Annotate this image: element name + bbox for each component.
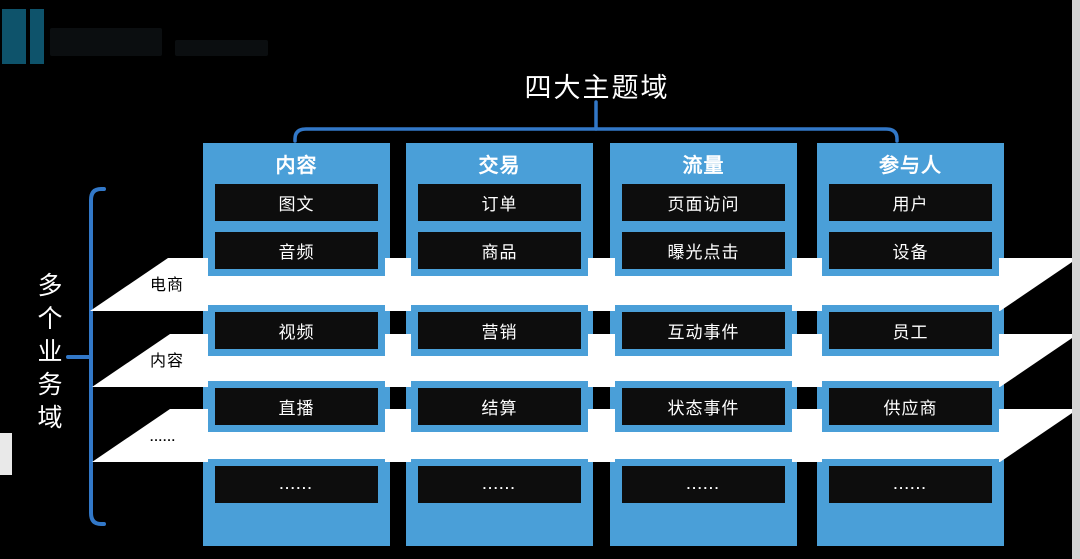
domain-cell: 用户 <box>822 177 999 228</box>
ghost-text-block <box>175 40 268 56</box>
domain-cell: 互动事件 <box>615 305 792 356</box>
business-domains-label: 多个业务域 <box>37 272 63 432</box>
band-label-content: 内容 <box>150 353 185 370</box>
domain-cell: 直播 <box>208 381 385 432</box>
column-header: 流量 <box>682 155 725 177</box>
domain-cell: 订单 <box>411 177 588 228</box>
domain-cell: ...... <box>615 459 792 510</box>
column-header: 交易 <box>478 155 521 177</box>
domain-cell: 员工 <box>822 305 999 356</box>
diagram-title: 四大主题域 <box>524 73 670 103</box>
domain-cell: 供应商 <box>822 381 999 432</box>
band-label-ecommerce: 电商 <box>150 277 185 294</box>
domain-cell: 状态事件 <box>615 381 792 432</box>
domain-cell: 音频 <box>208 225 385 276</box>
left-edge-box <box>0 433 12 475</box>
logo-bar-icon <box>2 9 26 64</box>
domain-cell: ...... <box>411 459 588 510</box>
domain-cell: 设备 <box>822 225 999 276</box>
domain-cell: 视频 <box>208 305 385 356</box>
ghost-text-block <box>50 28 162 56</box>
right-edge-strip <box>1072 0 1080 559</box>
domain-cell: 营销 <box>411 305 588 356</box>
domain-cell: 页面访问 <box>615 177 792 228</box>
column-header: 内容 <box>275 155 318 177</box>
column-header: 参与人 <box>879 155 942 177</box>
domain-cell: ...... <box>822 459 999 510</box>
logo-bar-icon <box>30 9 44 64</box>
domain-cell: ...... <box>208 459 385 510</box>
band-label-more: ...... <box>150 430 177 444</box>
domain-cell: 图文 <box>208 177 385 228</box>
domain-cell: 曝光点击 <box>615 225 792 276</box>
domain-cell: 商品 <box>411 225 588 276</box>
domain-cell: 结算 <box>411 381 588 432</box>
